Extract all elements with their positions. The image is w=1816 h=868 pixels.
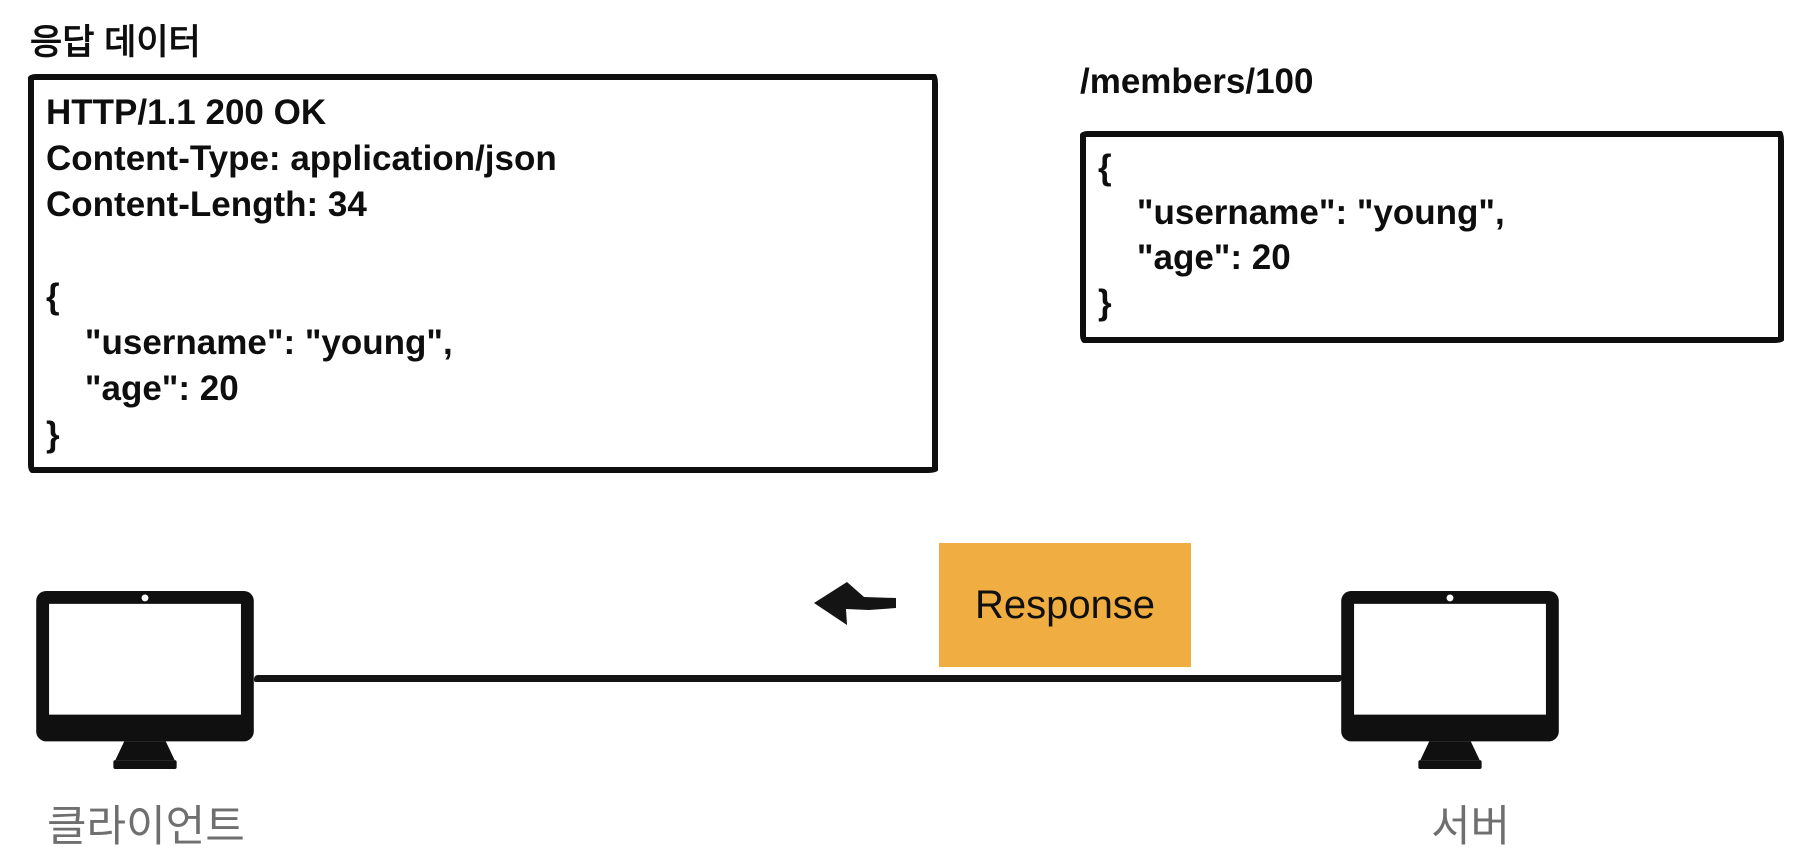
response-http-message: HTTP/1.1 200 OK Content-Type: applicatio…: [46, 93, 557, 454]
server-monitor-icon: [1341, 591, 1559, 770]
response-badge-label: Response: [974, 582, 1156, 627]
connection-line: [254, 675, 1342, 682]
resource-json-box: { "username": "young", "age": 20 }: [1080, 131, 1784, 343]
response-badge: Response: [939, 543, 1191, 667]
client-monitor-icon: [36, 591, 254, 770]
response-data-box: HTTP/1.1 200 OK Content-Type: applicatio…: [28, 74, 938, 473]
client-label: 클라이언트: [47, 803, 245, 851]
server-label: 서버: [1431, 803, 1511, 851]
response-data-title: 응답 데이터: [30, 23, 201, 62]
left-arrow-icon: [814, 582, 896, 625]
resource-json-body: { "username": "young", "age": 20 }: [1098, 148, 1505, 322]
resource-path-title: /members/100: [1080, 62, 1314, 101]
